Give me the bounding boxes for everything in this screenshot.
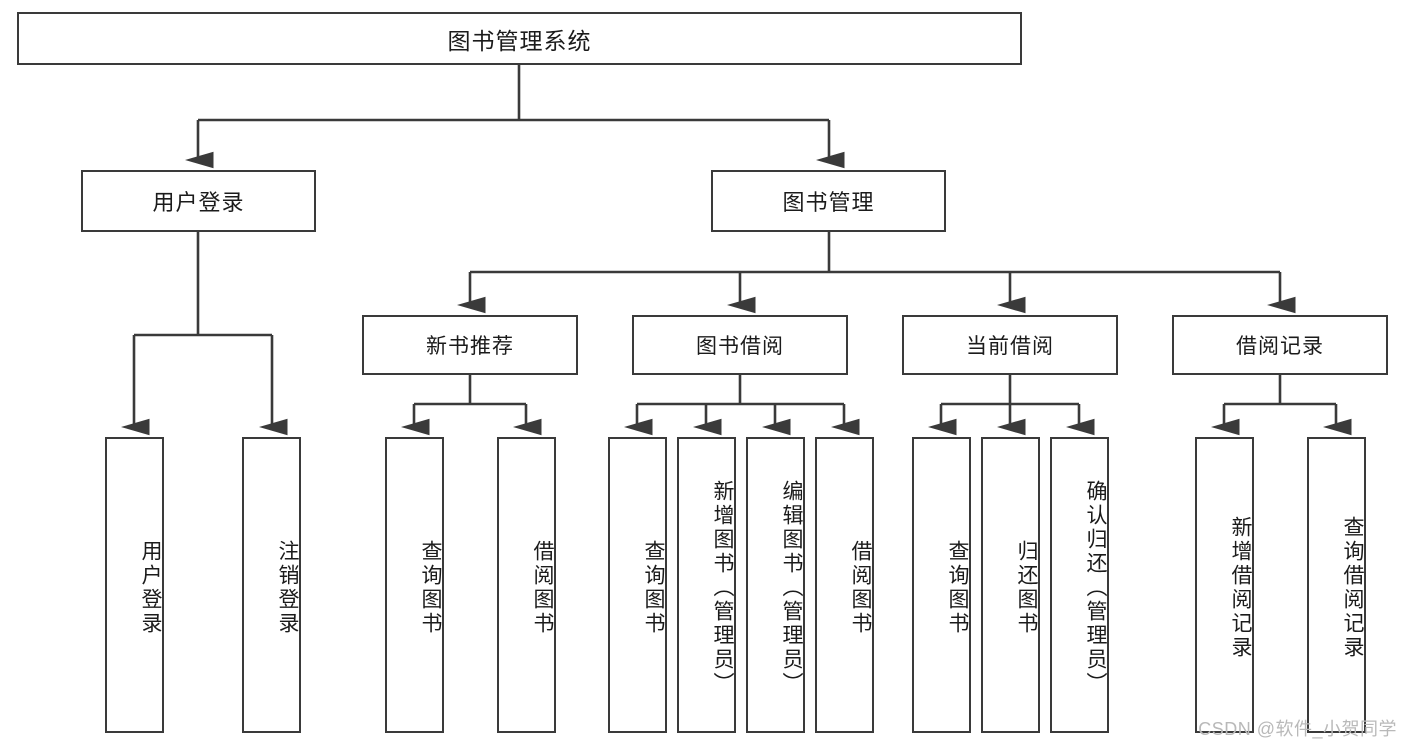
leaf-borrow-record-query-record[interactable]: 查询借阅记录 <box>1307 437 1366 733</box>
node-label: 确认归还（管理员） <box>1084 480 1107 696</box>
leaf-current-borrow-query-book[interactable]: 查询图书 <box>912 437 971 733</box>
leaf-book-borrow-add-book-admin[interactable]: 新增图书（管理员） <box>677 437 736 733</box>
leaf-user-login-login[interactable]: 用户登录 <box>105 437 164 733</box>
node-label: 用户登录 <box>139 540 162 636</box>
node-new-book-recommend[interactable]: 新书推荐 <box>362 315 578 375</box>
node-label: 借阅记录 <box>1236 335 1324 358</box>
node-label: 图书管理系统 <box>447 27 592 54</box>
node-label: 借阅图书 <box>849 540 872 636</box>
node-book-management[interactable]: 图书管理 <box>711 170 946 232</box>
node-label: 新增借阅记录 <box>1229 516 1252 660</box>
node-label: 新增图书（管理员） <box>711 480 734 696</box>
leaf-borrow-record-add-record[interactable]: 新增借阅记录 <box>1195 437 1254 733</box>
node-book-borrow[interactable]: 图书借阅 <box>632 315 848 375</box>
node-label: 查询图书 <box>419 540 442 636</box>
leaf-new-book-query-book[interactable]: 查询图书 <box>385 437 444 733</box>
leaf-current-borrow-confirm-return-admin[interactable]: 确认归还（管理员） <box>1050 437 1109 733</box>
node-user-login[interactable]: 用户登录 <box>81 170 316 232</box>
node-label: 注销登录 <box>276 540 299 636</box>
node-current-borrow[interactable]: 当前借阅 <box>902 315 1118 375</box>
node-label: 用户登录 <box>152 190 245 215</box>
node-label: 查询图书 <box>642 540 665 636</box>
node-label: 图书借阅 <box>696 335 784 358</box>
node-label: 归还图书 <box>1015 540 1038 636</box>
leaf-current-borrow-return-book[interactable]: 归还图书 <box>981 437 1040 733</box>
node-label: 图书管理 <box>782 190 875 215</box>
leaf-new-book-borrow-book[interactable]: 借阅图书 <box>497 437 556 733</box>
leaf-user-login-logout[interactable]: 注销登录 <box>242 437 301 733</box>
node-label: 当前借阅 <box>966 335 1054 358</box>
leaf-book-borrow-query-book[interactable]: 查询图书 <box>608 437 667 733</box>
node-label: 编辑图书（管理员） <box>780 480 803 696</box>
node-label: 查询借阅记录 <box>1341 516 1364 660</box>
node-borrow-record[interactable]: 借阅记录 <box>1172 315 1388 375</box>
node-label: 新书推荐 <box>426 335 514 358</box>
csdn-watermark: CSDN @软件_小贺同学 <box>1198 719 1397 739</box>
node-label: 查询图书 <box>946 540 969 636</box>
node-book-management-system[interactable]: 图书管理系统 <box>17 12 1022 65</box>
node-label: 借阅图书 <box>531 540 554 636</box>
leaf-book-borrow-edit-book-admin[interactable]: 编辑图书（管理员） <box>746 437 805 733</box>
leaf-book-borrow-borrow-book[interactable]: 借阅图书 <box>815 437 874 733</box>
